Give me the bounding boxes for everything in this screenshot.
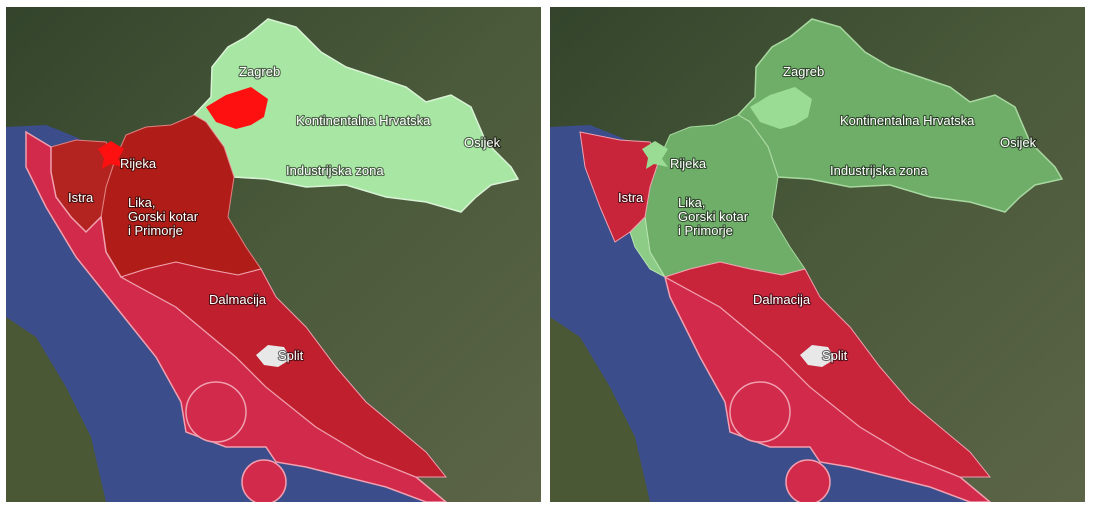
island-circle-2 (785, 459, 831, 502)
italy-land (550, 317, 650, 502)
rijeka-city-area (98, 141, 124, 169)
label-dalmacija: Dalmacija (209, 292, 267, 307)
label-rijeka: Rijeka (670, 156, 707, 171)
map-panel-left: Zagreb Kontinentalna Hrvatska Osijek Ind… (6, 7, 541, 502)
label-kontinentalna: Kontinentalna Hrvatska (296, 113, 431, 128)
label-zagreb: Zagreb (239, 64, 280, 79)
label-lika-line2: Gorski kotar (128, 209, 199, 224)
region-dalmacija (119, 261, 448, 478)
rijeka-city-area (642, 141, 668, 169)
map-panel-right: Zagreb Kontinentalna Hrvatska Osijek Ind… (550, 7, 1085, 502)
label-rijeka: Rijeka (120, 156, 157, 171)
label-industrijska: Industrijska zona (286, 163, 384, 178)
label-split: Split (822, 348, 848, 363)
split-city-area (800, 345, 835, 367)
island-circle-1 (185, 381, 247, 443)
zagreb-city-area (750, 87, 812, 129)
island-circle-2 (241, 459, 287, 502)
label-osijek: Osijek (464, 135, 501, 150)
label-lika-line3: i Primorje (678, 223, 733, 238)
label-istra: Istra (618, 190, 644, 205)
label-industrijska: Industrijska zona (830, 163, 928, 178)
region-dalmacija (663, 261, 992, 478)
map-right-svg: Zagreb Kontinentalna Hrvatska Osijek Ind… (550, 7, 1085, 502)
label-dalmacija: Dalmacija (753, 292, 811, 307)
split-city-area (256, 345, 291, 367)
label-lika-line1: Lika, (128, 195, 155, 210)
label-lika-line3: i Primorje (128, 223, 183, 238)
label-kontinentalna: Kontinentalna Hrvatska (840, 113, 975, 128)
label-split: Split (278, 348, 304, 363)
label-istra: Istra (68, 190, 94, 205)
label-lika-line2: Gorski kotar (678, 209, 749, 224)
map-left-svg: Zagreb Kontinentalna Hrvatska Osijek Ind… (6, 7, 541, 502)
label-lika-line1: Lika, (678, 195, 705, 210)
italy-land (6, 317, 106, 502)
label-osijek: Osijek (1000, 135, 1037, 150)
region-istra (579, 131, 661, 243)
label-zagreb: Zagreb (783, 64, 824, 79)
island-circle-1 (729, 381, 791, 443)
zagreb-city-area (206, 87, 268, 129)
